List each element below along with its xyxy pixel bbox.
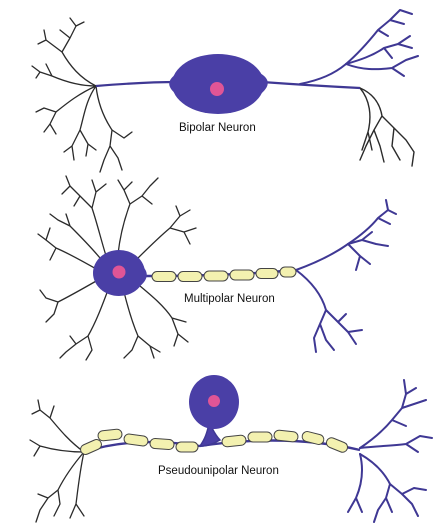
pseudounipolar-myelin-segment — [175, 441, 199, 453]
bipolar-neuron-label: Bipolar Neuron — [179, 122, 256, 134]
multipolar-myelin-segment — [279, 266, 297, 278]
multipolar-myelin-segment — [177, 271, 203, 282]
pseudounipolar-myelin-segment — [247, 431, 273, 443]
multipolar-myelin-segment — [203, 270, 229, 282]
pseudounipolar-nucleus — [208, 395, 220, 407]
bipolar-left-dendrites — [31, 17, 133, 173]
pseudounipolar-myelin-segment — [97, 428, 123, 442]
pseudounipolar-myelin-segment — [80, 439, 102, 455]
pseudounipolar-myelin-segment — [301, 431, 325, 445]
pseudounipolar-myelin-sheath — [80, 428, 349, 455]
multipolar-axon-hillock — [140, 264, 147, 286]
bipolar-left-process — [95, 80, 179, 88]
bipolar-right-process — [261, 80, 361, 90]
multipolar-myelin-segment — [255, 268, 279, 279]
pseudounipolar-myelin-segment — [325, 437, 349, 453]
pseudounipolar-stem — [198, 427, 222, 447]
bipolar-soma-taper-left — [169, 74, 176, 94]
bipolar-right-dendrites — [299, 9, 419, 85]
pseudounipolar-myelin-segment — [221, 434, 247, 448]
pseudounipolar-myelin-segment — [123, 433, 149, 447]
pseudounipolar-right-terminals — [347, 379, 433, 523]
multipolar-neuron: Multipolar Neuron — [37, 175, 397, 361]
multipolar-myelin-segment — [229, 269, 255, 281]
pseudounipolar-neuron-label: Pseudounipolar Neuron — [158, 465, 279, 477]
multipolar-axon-terminals — [295, 199, 397, 353]
multipolar-neuron-label: Multipolar Neuron — [184, 293, 275, 305]
pseudounipolar-myelin-segment — [149, 438, 175, 450]
multipolar-myelin-sheath — [151, 266, 297, 282]
bipolar-neuron: Bipolar Neuron — [31, 9, 419, 173]
bipolar-nucleus — [210, 82, 224, 96]
multipolar-nucleus — [112, 265, 126, 279]
multipolar-myelin-segment — [151, 271, 177, 282]
multipolar-dendrites — [37, 175, 197, 361]
pseudounipolar-neuron: Pseudounipolar Neuron — [29, 375, 433, 523]
bipolar-soma-taper-right — [258, 72, 268, 96]
pseudounipolar-left-dendrites — [29, 399, 85, 523]
pseudounipolar-myelin-segment — [273, 429, 299, 443]
bipolar-right-lower-dendrites — [359, 87, 415, 167]
